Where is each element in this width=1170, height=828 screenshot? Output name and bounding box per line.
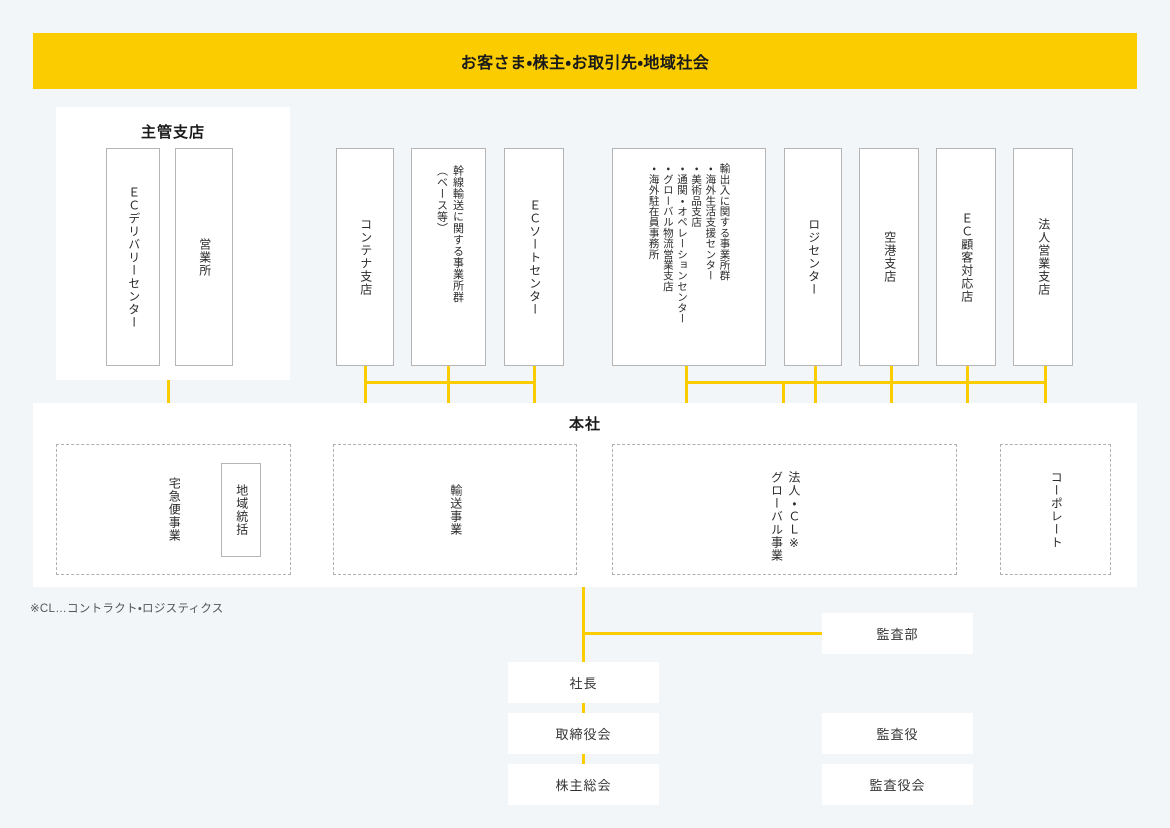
box-ec-customer-service-label: ＥＣ顧客対応店	[959, 211, 974, 303]
box-sales-office: 営業所	[175, 148, 233, 366]
division-corporate-label: コーポレート	[1049, 470, 1064, 549]
gov-box-president: 社長	[508, 662, 659, 703]
footnote-text: ※CL…コントラクト・ロジスティクス	[30, 603, 224, 615]
box-trunk-transport-offices: 幹線輸送に関する事業所群 （ベース等）	[411, 148, 486, 366]
division-takkyubin-inner-label: 地域統括	[234, 484, 249, 536]
gov-box-shareholders-meeting: 株主総会	[508, 764, 659, 805]
box-airport-branch-label: 空港支店	[882, 231, 897, 283]
branch-group-card: 主管支店	[56, 107, 290, 380]
box-airport-branch: 空港支店	[859, 148, 919, 366]
gov-box-board-of-directors-label: 取締役会	[555, 727, 612, 742]
box-sales-office-label: 営業所	[197, 237, 212, 277]
stakeholders-banner-label: お客さま・株主・お取引先・地域社会	[460, 55, 710, 72]
gov-box-shareholders-meeting-label: 株主総会	[555, 778, 612, 793]
connector-container-drop	[364, 366, 367, 404]
box-ec-delivery-center-label: ＥＣデリバリーセンター	[126, 185, 141, 329]
box-logi-center-label: ロジセンター	[806, 218, 821, 296]
box-import-export-item-4: ・海外駐在員事務所	[647, 163, 660, 260]
box-ec-customer-service: ＥＣ顧客対応店	[936, 148, 996, 366]
headquarters-title: 本社	[568, 416, 601, 433]
box-ec-delivery-center: ＥＣデリバリーセンター	[106, 148, 160, 366]
box-logi-center: ロジセンター	[784, 148, 842, 366]
branch-group-title: 主管支店	[140, 124, 205, 141]
connector-ecsort-drop	[533, 366, 536, 404]
connector-global-bus	[685, 381, 1047, 384]
connector-logicenter-drop	[814, 366, 817, 404]
connector-transport-bus	[364, 381, 536, 384]
box-import-export-item-3: ・グローバル物流営業支店	[661, 163, 674, 292]
headquarters-card: 本社	[33, 403, 1137, 587]
box-ec-sort-center-label: ＥＣソートセンター	[527, 198, 542, 316]
box-import-export-offices-label: 輸出入に関する事業所群	[718, 163, 731, 281]
connector-airport-drop	[890, 366, 893, 404]
box-corporate-sales-branch-label: 法人営業支店	[1036, 218, 1051, 296]
box-import-export-offices: 輸出入に関する事業所群 ・海外生活支援センター ・美術品支店 ・通関・オペレーシ…	[612, 148, 766, 366]
footnote: ※CL…コントラクト・ロジスティクス	[30, 600, 224, 616]
connector-honsha-to-president	[582, 587, 585, 667]
connector-corpsales-drop	[1044, 366, 1047, 404]
box-import-export-item-0: ・海外生活支援センター	[704, 163, 717, 281]
connector-president-to-audit-dept	[582, 632, 824, 635]
division-corporate: コーポレート	[1000, 444, 1111, 575]
gov-box-board-of-directors: 取締役会	[508, 713, 659, 754]
division-corporate-cl-global: 法人・ＣＬ※ グローバル事業	[612, 444, 957, 575]
gov-box-audit-department-label: 監査部	[876, 627, 919, 642]
division-takkyubin: 宅急便事業 地域統括	[56, 444, 291, 575]
box-import-export-item-1: ・美術品支店	[690, 163, 703, 228]
gov-box-board-of-auditors: 監査役会	[822, 764, 973, 805]
connector-president-to-board	[582, 703, 585, 715]
gov-box-auditor: 監査役	[822, 713, 973, 754]
division-global-label: グローバル事業	[769, 471, 784, 562]
division-takkyubin-label: 宅急便事業	[167, 477, 182, 542]
division-transport-label: 輸送事業	[448, 483, 463, 536]
gov-box-board-of-auditors-label: 監査役会	[869, 778, 926, 793]
stakeholders-banner: お客さま・株主・お取引先・地域社会	[33, 33, 1137, 89]
division-takkyubin-inner-box: 地域統括	[221, 463, 261, 557]
box-import-export-item-2: ・通関・オペレーションセンター	[676, 163, 688, 324]
division-corporate-cl-label: 法人・ＣＬ※	[786, 471, 801, 551]
box-trunk-transport-offices-label: 幹線輸送に関する事業所群	[451, 165, 464, 303]
box-corporate-sales-branch: 法人営業支店	[1013, 148, 1073, 366]
connector-board-to-shareholders	[582, 754, 585, 766]
box-container-branch-label: コンテナ支店	[358, 218, 373, 296]
box-trunk-transport-offices-sublabel: （ベース等）	[435, 165, 448, 234]
connector-importexport-drop	[685, 366, 688, 404]
gov-box-audit-department: 監査部	[822, 613, 973, 654]
gov-box-president-label: 社長	[569, 676, 598, 691]
gov-box-auditor-label: 監査役	[876, 727, 919, 742]
connector-eccustomer-drop	[966, 366, 969, 404]
box-container-branch: コンテナ支店	[336, 148, 394, 366]
division-transport: 輸送事業	[333, 444, 577, 575]
box-ec-sort-center: ＥＣソートセンター	[504, 148, 564, 366]
